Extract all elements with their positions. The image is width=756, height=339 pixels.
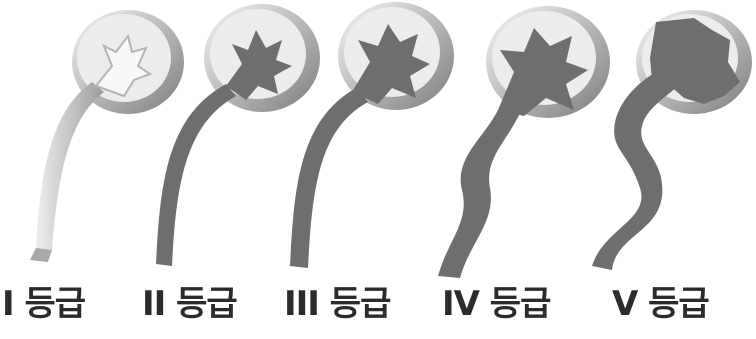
ureter [36,82,104,250]
ureter [290,88,368,268]
ureter-end [30,248,52,262]
stage-1-label: I 등급 [2,282,85,326]
stage-5-illustration [592,10,752,270]
stage-4-illustration [438,6,610,278]
stage-4-label: IV 등급 [442,282,550,326]
stage-2-label: II 등급 [142,282,237,326]
ureter [156,84,236,266]
stage-5-label: V 등급 [612,282,709,326]
ureter [438,104,524,278]
stage-3-label: III 등급 [284,282,390,326]
